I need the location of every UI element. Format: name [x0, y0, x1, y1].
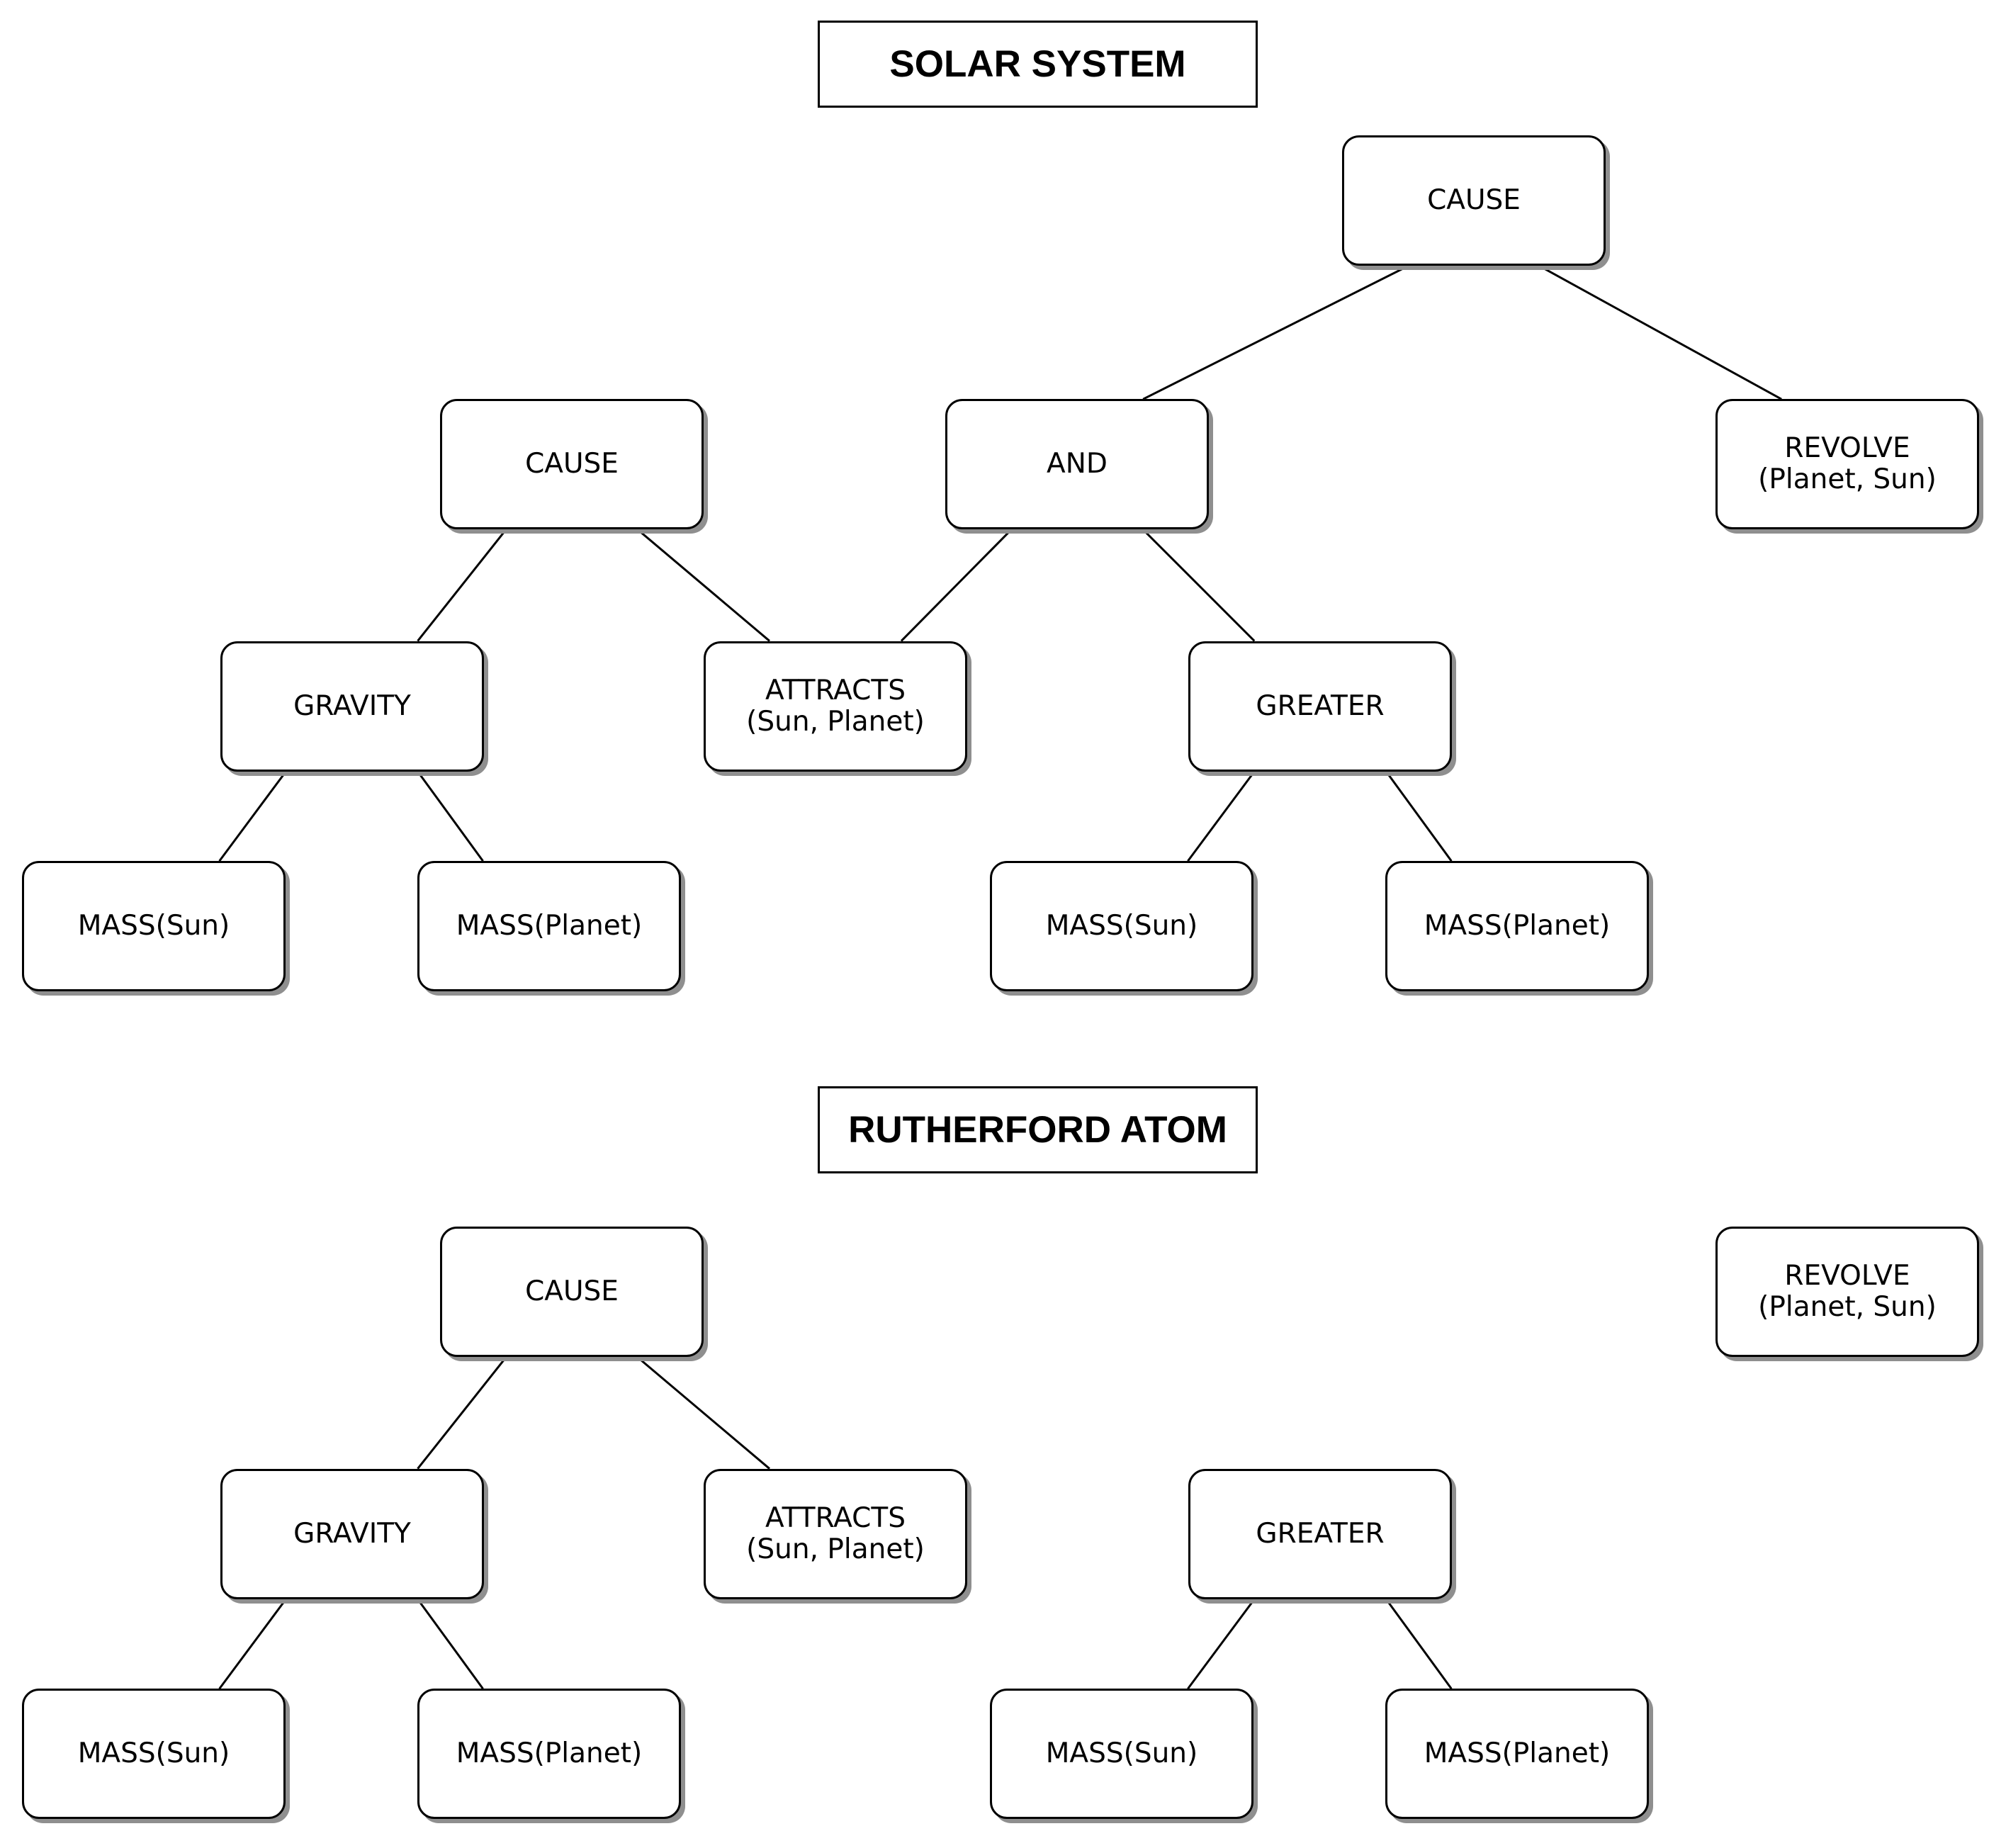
- solar-system-edge-cause-left-to-attracts: [637, 529, 770, 642]
- rutherford-atom-node-greater: GREATER: [1188, 1469, 1452, 1599]
- solar-system-node-and: AND: [945, 399, 1209, 529]
- solar-system-edge-and-to-attracts: [900, 529, 1013, 642]
- solar-system-edge-gravity-to-mass-sun-1: [218, 770, 287, 862]
- solar-system-node-greater: GREATER: [1188, 641, 1452, 772]
- solar-system-edge-gravity-to-mass-planet-1: [417, 770, 484, 862]
- solar-system-node-cause-left: CAUSE: [440, 399, 704, 529]
- solar-system-node-mass-planet-2: MASS(Planet): [1385, 861, 1649, 991]
- rutherford-atom-node-mass-sun-1: MASS(Sun): [22, 1689, 286, 1819]
- solar-system-node-mass-planet-1: MASS(Planet): [417, 861, 681, 991]
- rutherford-atom-title: RUTHERFORD ATOM: [818, 1086, 1258, 1173]
- rutherford-atom-node-mass-planet-2: MASS(Planet): [1385, 1689, 1649, 1819]
- rutherford-atom-node-gravity: GRAVITY: [220, 1469, 484, 1599]
- solar-system-node-gravity: GRAVITY: [220, 641, 484, 772]
- rutherford-atom-node-mass-planet-1: MASS(Planet): [417, 1689, 681, 1819]
- solar-system-title: SOLAR SYSTEM: [818, 21, 1258, 108]
- rutherford-atom-edge-greater-to-mass-planet-2: [1385, 1598, 1453, 1690]
- solar-system-edge-cause-top-to-revolve: [1539, 265, 1782, 400]
- solar-system-node-attracts: ATTRACTS (Sun, Planet): [704, 641, 967, 772]
- solar-system-node-cause-top: CAUSE: [1342, 135, 1606, 266]
- solar-system-edge-greater-to-mass-sun-2: [1187, 770, 1256, 862]
- rutherford-atom-node-revolve: REVOLVE (Planet, Sun): [1715, 1227, 1979, 1357]
- solar-system-node-mass-sun-2: MASS(Sun): [990, 861, 1253, 991]
- rutherford-atom-edge-cause-left-to-attracts: [637, 1356, 770, 1470]
- solar-system-edge-greater-to-mass-planet-2: [1385, 770, 1453, 862]
- rutherford-atom-edge-gravity-to-mass-sun-1: [218, 1598, 287, 1690]
- rutherford-atom-node-cause-left: CAUSE: [440, 1227, 704, 1357]
- solar-system-edge-and-to-greater: [1142, 529, 1256, 642]
- rutherford-atom-edge-gravity-to-mass-planet-1: [417, 1598, 484, 1690]
- solar-system-node-mass-sun-1: MASS(Sun): [22, 861, 286, 991]
- solar-system-node-revolve: REVOLVE (Planet, Sun): [1715, 399, 1979, 529]
- solar-system-edge-cause-left-to-gravity: [417, 529, 507, 642]
- rutherford-atom-node-attracts: ATTRACTS (Sun, Planet): [704, 1469, 967, 1599]
- rutherford-atom-edge-greater-to-mass-sun-2: [1187, 1598, 1256, 1690]
- solar-system-edge-cause-top-to-and: [1142, 265, 1409, 400]
- rutherford-atom-node-mass-sun-2: MASS(Sun): [990, 1689, 1253, 1819]
- rutherford-atom-edge-cause-left-to-gravity: [417, 1356, 507, 1470]
